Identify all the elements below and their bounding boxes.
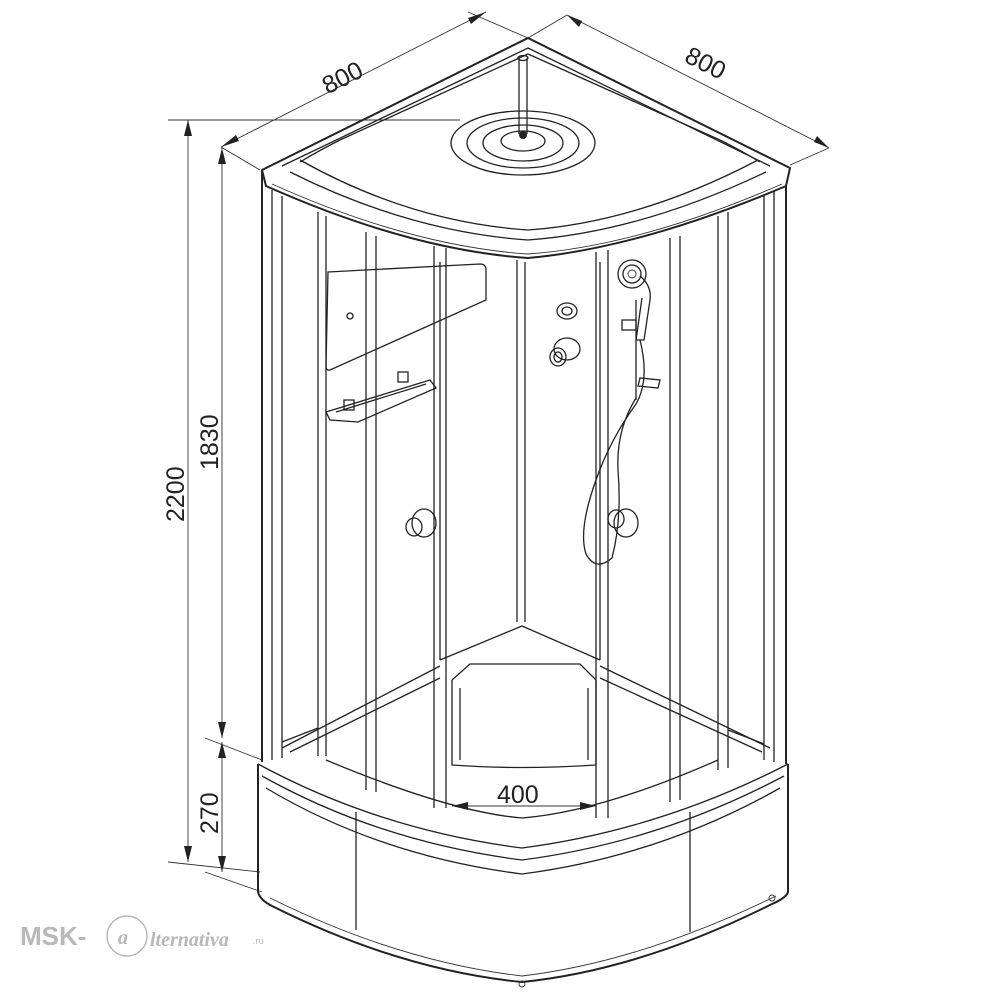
jet-nozzle-icon [556,302,578,320]
front-frames [261,170,787,819]
watermark-brand-right: lternativa [150,929,229,951]
watermark-brand-left: MSK- [20,921,86,951]
tray-height-label: 270 [196,792,224,834]
rain-shower-head-icon [450,54,596,176]
mixer-knob-icon [549,337,581,367]
cabin-height-label: 1830 [196,414,224,470]
dimension-cabin-height: 1830 [196,148,263,761]
hand-shower-icon [582,259,661,565]
dimension-seat-width: 400 [452,781,596,810]
width-right-label: 800 [680,42,730,86]
seat-width-label: 400 [497,781,539,809]
dimension-total-height: 2200 [162,119,460,862]
shower-tray [257,763,789,988]
dimension-width-right: 800 [527,14,830,166]
back-walls [281,260,771,769]
total-height-label: 2200 [162,466,190,522]
watermark-brand-mark: a [118,927,128,949]
door-handle-right-icon[interactable] [607,508,639,538]
dimension-width-left: 800 [220,11,529,171]
control-panel [549,259,661,565]
door-handle-left-icon[interactable] [405,508,437,538]
shelf-icon [325,371,438,423]
watermark-domain: .ru [253,936,264,946]
back-glass-panel [325,263,487,371]
watermark-at-circle [106,915,148,957]
dimension-tray-height: 270 [167,742,263,893]
corner-seat [439,625,601,769]
watermark-logo: MSK- a lternativa .ru [20,915,264,957]
roof [260,36,792,260]
